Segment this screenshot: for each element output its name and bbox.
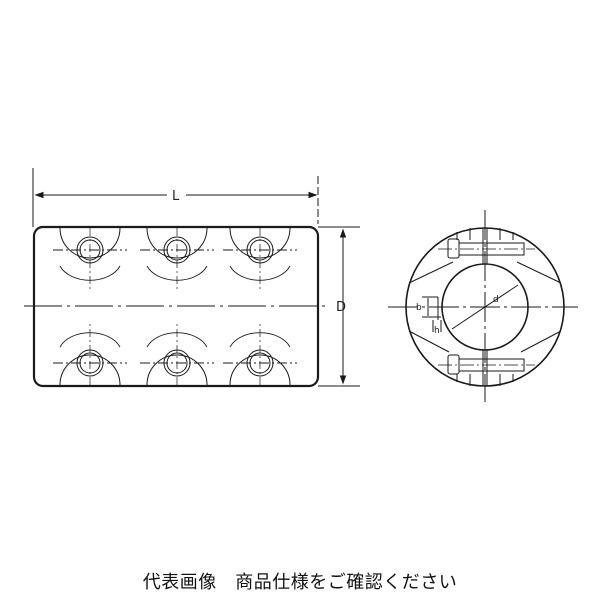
left-lower-cutout (408, 330, 450, 353)
label-L: L (172, 189, 180, 204)
right-upper-cutout (516, 261, 562, 284)
counterbore-arc (229, 227, 291, 259)
split-slot-top (482, 228, 488, 264)
slot-h-dimension (432, 320, 442, 332)
clearance-arc (146, 265, 208, 281)
bolt-head (447, 238, 460, 259)
clearance-arc (59, 265, 121, 281)
label-d: d (493, 295, 499, 305)
counterbore-arc (146, 354, 208, 386)
top-bolt (438, 238, 535, 259)
end-view (388, 210, 578, 402)
caption-text: 代表画像 商品仕様をご確認ください (142, 572, 458, 593)
clearance-arc (229, 265, 291, 281)
arrow-bottom (339, 375, 347, 385)
clearance-arc (59, 332, 121, 348)
right-lower-cutout (520, 330, 562, 353)
arrow-right (308, 191, 318, 199)
counterbore-arc (146, 227, 208, 259)
label-b: b (416, 303, 422, 313)
bottom-bolt (438, 354, 535, 375)
arrow-left (34, 191, 44, 199)
counterbore-arc (229, 354, 291, 386)
clearance-arc (229, 332, 291, 348)
bore-diameter-line (451, 284, 519, 330)
label-h: h (434, 326, 440, 336)
counterbore-arc (59, 354, 121, 386)
keyway (422, 296, 441, 320)
bolt-shank (458, 242, 525, 256)
counterbore-arc (59, 227, 121, 259)
label-D: D (336, 300, 346, 315)
bottom-notch-left (456, 374, 471, 386)
left-upper-cutout (408, 261, 454, 284)
side-view (24, 168, 360, 388)
top-notch-right (499, 228, 514, 240)
clearance-arc (146, 332, 208, 348)
bolt-shank (458, 358, 525, 372)
bottom-notch-right (499, 374, 514, 386)
bolt-head (447, 354, 460, 375)
arrow-top (339, 228, 347, 238)
split-slot-bottom (482, 350, 488, 386)
